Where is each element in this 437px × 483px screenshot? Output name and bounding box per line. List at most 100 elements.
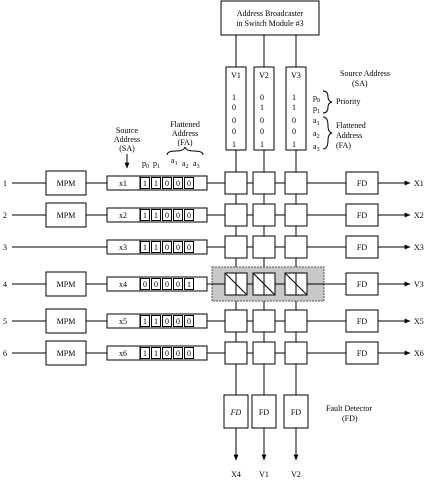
bus-bit: 1 xyxy=(232,93,236,102)
bus-label: V1 xyxy=(231,71,241,80)
bit-cell xyxy=(162,347,172,359)
row-number: 6 xyxy=(3,349,7,358)
bit-cell xyxy=(151,315,161,327)
crosspoint xyxy=(252,341,276,365)
svg-text:a1: a1 xyxy=(171,156,178,167)
vertical-bus-v3: V3 1 1 0 0 1 xyxy=(285,66,307,151)
flattened-address-label-left: Address xyxy=(172,129,198,138)
bit-cell xyxy=(162,278,172,290)
crosspoint xyxy=(224,203,248,227)
address-bit: 0 xyxy=(165,280,169,289)
broadcaster-line1: Address Broadcaster xyxy=(237,9,304,18)
bus-bit: 0 xyxy=(232,116,236,125)
source-sa-label-left: (SA) xyxy=(119,144,135,153)
crosspoint xyxy=(252,203,276,227)
address-bit: 1 xyxy=(154,211,158,220)
address-bit: 0 xyxy=(176,211,180,220)
left-header-labels: Source Address (SA) Flattened Address (F… xyxy=(114,120,204,170)
mpm-box xyxy=(45,170,87,196)
svg-text:a2: a2 xyxy=(182,159,189,170)
bus-bit: 0 xyxy=(232,103,236,112)
source-address: x2 xyxy=(119,211,127,220)
address-bit: 0 xyxy=(176,317,180,326)
bottom-fd-3-label: FD xyxy=(291,408,301,417)
bus-bit: 1 xyxy=(260,140,264,149)
mpm-label: MPM xyxy=(57,280,76,289)
bottom-output-1: X4 xyxy=(231,470,241,479)
mpm-box xyxy=(45,308,87,334)
address-bit: 1 xyxy=(154,243,158,252)
address-bit: 0 xyxy=(165,349,169,358)
svg-text:a3: a3 xyxy=(313,142,320,153)
row-number: 4 xyxy=(3,280,7,289)
p0-label: p xyxy=(313,93,317,102)
crosspoint xyxy=(252,309,276,333)
priority-brace xyxy=(322,90,333,114)
broadcaster-line2: in Switch Module #3 xyxy=(236,19,303,28)
a1-label: a xyxy=(313,116,317,125)
broadcaster-box xyxy=(220,0,320,36)
source-address-label: Source Address xyxy=(340,69,390,78)
bus-bit: 0 xyxy=(260,93,264,102)
address-bit: 1 xyxy=(143,317,147,326)
row-number: 1 xyxy=(3,179,7,188)
hdr-a3: a xyxy=(193,159,197,168)
row-number: 2 xyxy=(3,211,7,220)
hdr-p1: p xyxy=(153,159,157,168)
a3-label: a xyxy=(313,142,317,151)
bus-bit: 0 xyxy=(232,127,236,136)
source-address: x3 xyxy=(119,243,127,252)
p0-sub: 0 xyxy=(317,98,320,104)
bit-cell xyxy=(184,241,194,253)
mpm-label: MPM xyxy=(57,349,76,358)
output-label: X2 xyxy=(414,211,424,220)
fd-label: FD xyxy=(357,211,367,220)
fd-label: FD xyxy=(357,179,367,188)
hdr-a1-sub: 1 xyxy=(175,161,178,167)
bus-bit: 1 xyxy=(292,103,296,112)
fd-label: FD xyxy=(357,243,367,252)
svg-text:p0: p0 xyxy=(142,159,149,170)
bit-cell xyxy=(184,347,194,359)
address-bit: 0 xyxy=(165,211,169,220)
svg-text:a3: a3 xyxy=(193,159,200,170)
bit-cell xyxy=(173,347,183,359)
bus-bit: 1 xyxy=(292,140,296,149)
priority-label: Priority xyxy=(336,97,360,106)
hdr-a2: a xyxy=(182,159,186,168)
bit-cell xyxy=(162,209,172,221)
address-bit: 1 xyxy=(143,179,147,188)
bottom-fd-2-label: FD xyxy=(259,408,269,417)
crosspoint xyxy=(252,171,276,195)
bus-bit: 1 xyxy=(292,93,296,102)
p1-sub: 1 xyxy=(317,109,320,115)
hdr-a1: a xyxy=(171,156,175,165)
output-label: X1 xyxy=(414,179,424,188)
p1-label: p xyxy=(313,104,317,113)
bus-bit: 0 xyxy=(260,127,264,136)
hdr-p0: p xyxy=(142,159,146,168)
address-bit: 0 xyxy=(176,179,180,188)
source-address: x1 xyxy=(119,179,127,188)
bit-cell xyxy=(162,315,172,327)
crosspoint xyxy=(284,171,308,195)
bit-cell xyxy=(173,315,183,327)
output-label: V3 xyxy=(414,280,424,289)
flattened-label: Flattened xyxy=(336,121,366,130)
row-number: 3 xyxy=(3,243,7,252)
output-label: X5 xyxy=(414,317,424,326)
flattened-address-label: Address xyxy=(336,131,362,140)
address-bit: 0 xyxy=(154,280,158,289)
address-bit: 0 xyxy=(187,179,191,188)
source-address: x5 xyxy=(119,317,127,326)
crosspoint xyxy=(284,309,308,333)
vertical-bus-v2: V2 0 1 0 0 1 xyxy=(253,66,275,151)
bit-cell xyxy=(140,241,150,253)
address-bit: 0 xyxy=(187,317,191,326)
bit-cell xyxy=(173,209,183,221)
bus-label: V2 xyxy=(259,71,269,80)
